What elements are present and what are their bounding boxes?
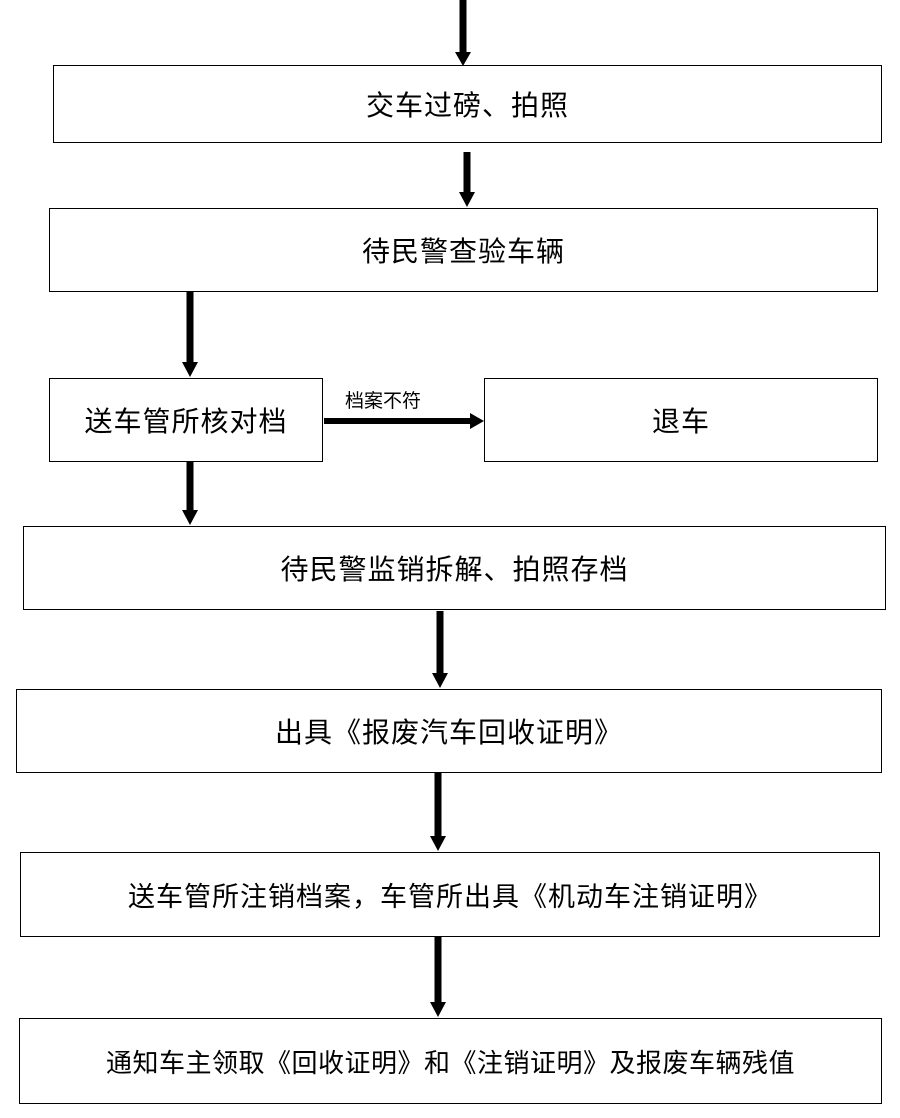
step-notify-owner: 通知车主领取《回收证明》和《注销证明》及报废车辆残值	[19, 1018, 882, 1104]
arrow-deregister-to-notify-head	[430, 1002, 446, 1017]
arrow-weigh-to-inspect-head	[459, 192, 475, 207]
arrow-verify-to-return-head	[470, 413, 484, 429]
step-return-car: 退车	[484, 378, 878, 462]
step-weigh-photo: 交车过磅、拍照	[53, 65, 882, 143]
arrow-dismantle-to-certificate-head	[432, 673, 448, 688]
step-deregister-label: 送车管所注销档案，车管所出具《机动车注销证明》	[128, 882, 772, 913]
arrow-incoming-head	[455, 52, 471, 66]
step-recycle-certificate-label: 出具《报废汽车回收证明》	[274, 716, 623, 749]
step-return-car-label: 退车	[651, 405, 710, 438]
arrow-inspect-to-verify-head	[182, 362, 198, 377]
step-police-inspect: 待民警查验车辆	[49, 208, 878, 292]
step-verify-archive: 送车管所核对档	[49, 378, 323, 462]
arrow-certificate-to-deregister-head	[430, 836, 446, 851]
step-notify-owner-label: 通知车主领取《回收证明》和《注销证明》及报废车辆残值	[105, 1048, 795, 1079]
step-verify-archive-label: 送车管所核对档	[84, 405, 288, 438]
step-dismantle: 待民警监销拆解、拍照存档	[23, 526, 886, 610]
arrow-verify-to-dismantle-head	[182, 510, 198, 525]
step-deregister: 送车管所注销档案，车管所出具《机动车注销证明》	[20, 852, 880, 937]
step-dismantle-label: 待民警监销拆解、拍照存档	[280, 553, 629, 586]
step-recycle-certificate: 出具《报废汽车回收证明》	[16, 689, 882, 773]
edge-label-mismatch: 档案不符	[345, 390, 422, 412]
step-weigh-photo-label: 交车过磅、拍照	[365, 89, 569, 122]
step-police-inspect-label: 待民警查验车辆	[361, 235, 565, 268]
